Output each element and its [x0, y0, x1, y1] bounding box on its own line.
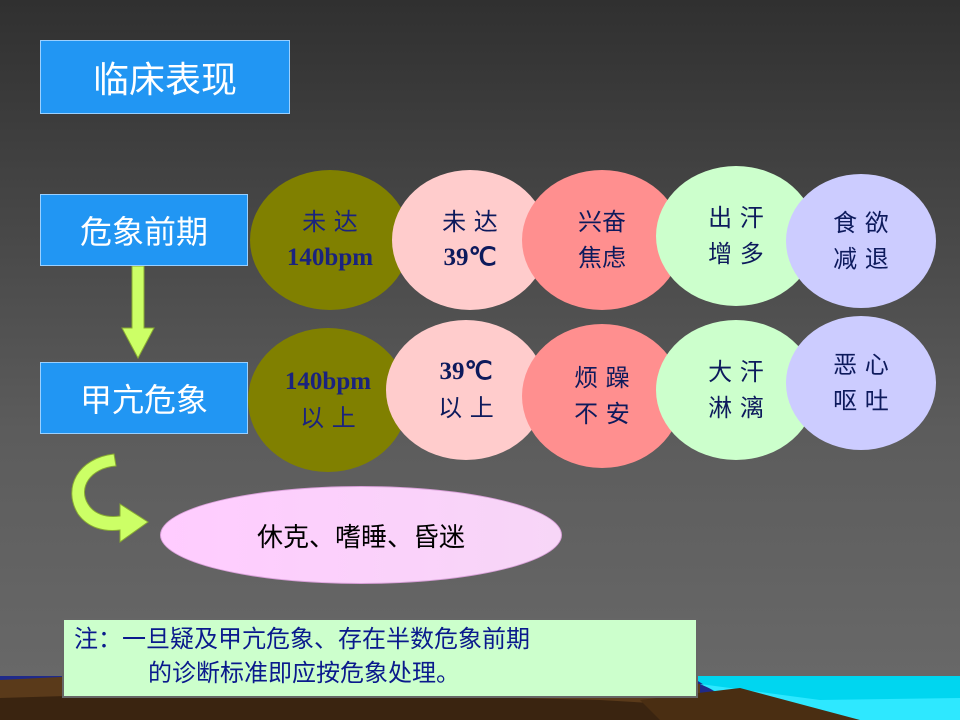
- page-title: 临床表现: [40, 40, 290, 114]
- stage-crisis-label: 甲亢危象: [40, 362, 248, 434]
- prodrome-appetite-oval: 食 欲 减 退: [786, 174, 936, 308]
- crisis-temperature-oval: 39℃ 以 上: [386, 320, 546, 460]
- crisis-gi-oval: 恶 心 呕 吐: [786, 316, 936, 450]
- oval-text: 增 多: [708, 240, 764, 268]
- oval-text: 未 达: [442, 208, 498, 236]
- oval-text: 以 上: [300, 404, 356, 432]
- oval-text: 食 欲: [833, 209, 889, 237]
- note-line-2: 的诊断标准即应按危象处理。: [148, 659, 460, 687]
- oval-text: 呕 吐: [833, 387, 889, 415]
- oval-text: 不 安: [574, 400, 630, 428]
- oval-text: 39℃: [439, 358, 493, 385]
- curved-arrow-icon: [71, 453, 149, 543]
- oval-text: 兴奋: [578, 208, 626, 236]
- oval-text: 烦 躁: [574, 364, 630, 392]
- stage-prodrome-label: 危象前期: [40, 194, 248, 266]
- oval-text: 恶 心: [833, 351, 889, 379]
- crisis-heart-rate-oval: 140bpm 以 上: [248, 328, 408, 472]
- oval-text: 140bpm: [284, 368, 372, 395]
- oval-text: 出 汗: [708, 204, 764, 232]
- oval-text: 39℃: [443, 244, 497, 271]
- oval-text: 淋 漓: [708, 394, 764, 422]
- oval-text: 大 汗: [708, 358, 764, 386]
- prodrome-heart-rate-oval: 未 达 140bpm: [250, 170, 410, 310]
- note-line-1: 注：一旦疑及甲亢危象、存在半数危象前期: [74, 625, 530, 653]
- oval-text: 未 达: [302, 208, 358, 236]
- oval-text: 以 上: [438, 394, 494, 422]
- note-box: 注：一旦疑及甲亢危象、存在半数危象前期 的诊断标准即应按危象处理。: [62, 618, 698, 698]
- oval-text: 减 退: [833, 245, 889, 273]
- oval-text: 140bpm: [286, 244, 374, 271]
- prodrome-mood-oval: 兴奋 焦虑: [522, 170, 682, 310]
- down-arrow-icon: [121, 266, 155, 360]
- oval-text: 焦虑: [578, 244, 626, 272]
- crisis-mood-oval: 烦 躁 不 安: [522, 324, 682, 468]
- outcome-oval: 休克、嗜睡、昏迷: [160, 486, 562, 584]
